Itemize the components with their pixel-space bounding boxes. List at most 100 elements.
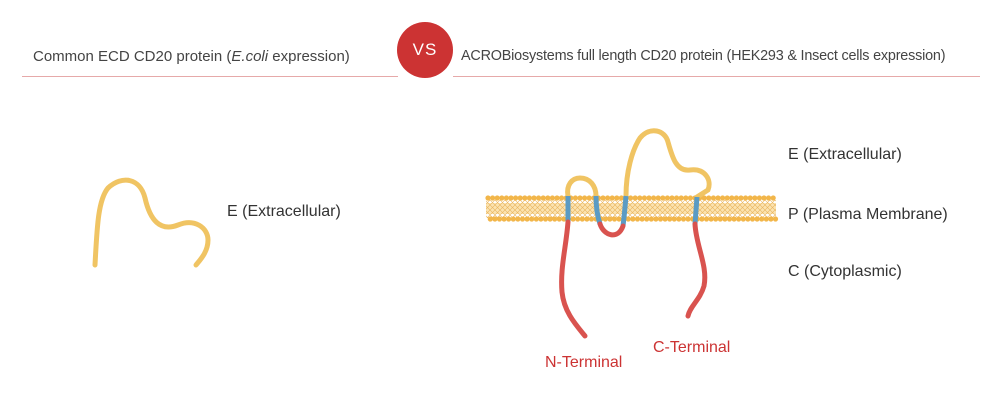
- lipid-head: [536, 195, 542, 201]
- right-label-cytoplasmic: C (Cytoplasmic): [788, 263, 902, 280]
- lipid-head: [683, 195, 689, 201]
- lipid-head: [729, 195, 735, 201]
- lipid-head: [710, 195, 717, 201]
- lipid-head: [687, 195, 694, 201]
- lipid-head: [490, 195, 496, 201]
- lipid-head: [745, 216, 751, 222]
- lipid-head: [572, 195, 579, 201]
- lipid-head: [768, 216, 774, 222]
- cd20-full-length-strand: [559, 128, 712, 339]
- lipid-head: [736, 216, 742, 222]
- lipid-head: [662, 216, 668, 222]
- lipid-head: [607, 216, 613, 222]
- lipid-head: [706, 195, 712, 201]
- left-label-extracellular: E (Extracellular): [227, 203, 341, 220]
- lipid-head: [747, 195, 753, 201]
- lipid-head: [759, 216, 765, 222]
- lipid-head: [701, 195, 707, 201]
- header-left-title: Common ECD CD20 protein (E.coli expressi…: [33, 48, 350, 65]
- lipid-head: [556, 216, 562, 222]
- lipid-head: [644, 216, 650, 222]
- transmembrane-segment-4: [692, 196, 700, 225]
- lipid-head: [715, 195, 721, 201]
- right-header-rule: [453, 76, 980, 77]
- right-label-membrane: P (Plasma Membrane): [788, 206, 948, 223]
- membrane-bottom-heads: [487, 216, 779, 222]
- left-ecd-strand: [92, 177, 211, 268]
- lipid-head: [680, 216, 687, 222]
- lipid-head: [510, 216, 516, 222]
- extracellular-loop-large: [623, 128, 712, 200]
- transmembrane-segment-3: [620, 195, 629, 227]
- lipid-head: [492, 216, 498, 222]
- lipid-head: [639, 216, 645, 222]
- lipid-head: [529, 216, 535, 222]
- lipid-head: [570, 216, 576, 222]
- lipid-head: [749, 216, 756, 222]
- lipid-head: [579, 216, 585, 222]
- lipid-head: [657, 216, 664, 222]
- lipid-head: [494, 195, 500, 201]
- lipid-head: [740, 216, 746, 222]
- lipid-head: [605, 195, 611, 201]
- header-right-title: ACROBiosystems full length CD20 protein …: [461, 48, 946, 64]
- n-terminal-label: N-Terminal: [545, 354, 623, 371]
- lipid-head: [600, 195, 606, 201]
- lipid-head: [611, 216, 618, 222]
- lipid-head: [554, 195, 560, 201]
- lipid-head: [501, 216, 507, 222]
- c-terminal-tail: [685, 221, 708, 319]
- lipid-head: [542, 216, 549, 222]
- lipid-head: [547, 216, 553, 222]
- lipid-head: [485, 195, 491, 201]
- left-header-rule: [22, 76, 398, 77]
- lipid-head: [733, 195, 740, 201]
- lipid-head: [676, 216, 682, 222]
- lipid-head: [632, 195, 638, 201]
- right-label-extracellular: E (Extracellular): [788, 146, 902, 163]
- header-left-italic: E.coli: [231, 48, 269, 65]
- lipid-head: [634, 216, 641, 222]
- lipid-head: [630, 216, 636, 222]
- lipid-head: [724, 195, 730, 201]
- lipid-head: [770, 195, 776, 201]
- lipid-head: [559, 195, 565, 201]
- lipid-head: [625, 216, 631, 222]
- lipid-head: [671, 216, 677, 222]
- vs-label: VS: [412, 40, 438, 59]
- lipid-head: [522, 195, 528, 201]
- lipid-head: [708, 216, 714, 222]
- header-left-prefix: Common ECD CD20 protein (: [33, 48, 232, 65]
- lipid-head: [756, 195, 763, 201]
- lipid-head: [614, 195, 620, 201]
- lipid-head: [653, 216, 659, 222]
- lipid-head: [641, 195, 648, 201]
- lipid-head: [766, 195, 772, 201]
- lipid-head: [648, 216, 654, 222]
- lipid-head: [549, 195, 556, 201]
- extracellular-loop-small: [565, 175, 599, 199]
- lipid-head: [575, 216, 581, 222]
- lipid-head: [752, 195, 758, 201]
- lipid-head: [761, 195, 767, 201]
- membrane-top-heads: [485, 195, 776, 201]
- lipid-head: [628, 195, 634, 201]
- lipid-head: [506, 216, 512, 222]
- lipid-head: [545, 195, 551, 201]
- lipid-head: [703, 216, 710, 222]
- lipid-head: [513, 195, 519, 201]
- intracellular-loop: [597, 221, 626, 238]
- lipid-head: [487, 216, 493, 222]
- lipid-head: [722, 216, 728, 222]
- lipid-head: [538, 216, 544, 222]
- lipid-head: [588, 216, 595, 222]
- lipid-head: [674, 195, 680, 201]
- lipid-head: [508, 195, 514, 201]
- n-terminal-tail: [559, 219, 588, 339]
- lipid-head: [499, 195, 505, 201]
- lipid-head: [669, 195, 675, 201]
- lipid-head: [533, 216, 539, 222]
- lipid-head: [577, 195, 583, 201]
- lipid-head: [602, 216, 608, 222]
